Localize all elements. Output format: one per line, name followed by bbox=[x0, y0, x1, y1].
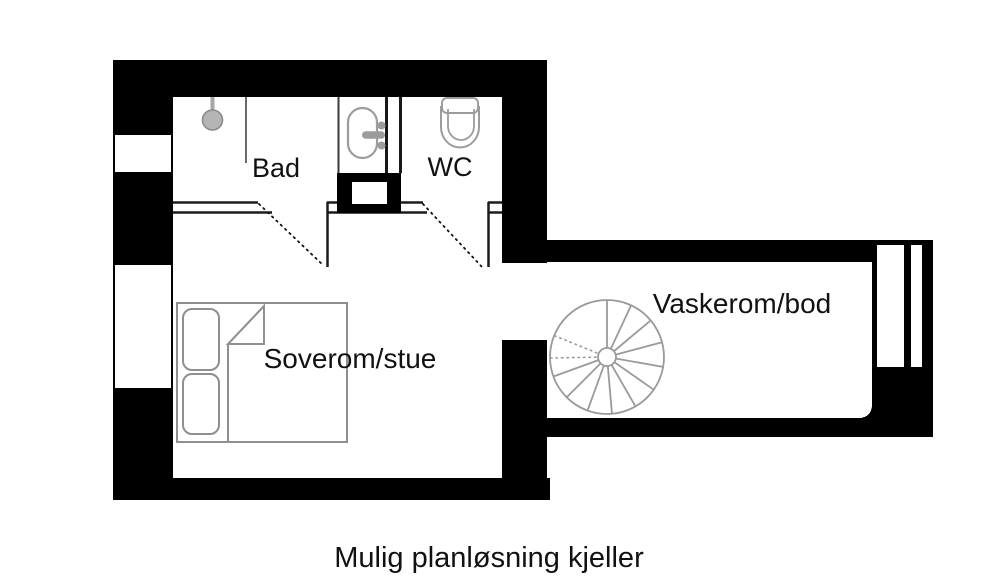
room-label-soverom: Soverom/stue bbox=[264, 343, 437, 374]
bathroom-dividers bbox=[245, 97, 402, 173]
shower-head-icon bbox=[201, 97, 224, 131]
double-bed-icon bbox=[176, 302, 348, 443]
outer-wall-bottom bbox=[113, 478, 550, 500]
left-wall-window-1 bbox=[113, 135, 173, 172]
vaskerom-wall-top bbox=[543, 240, 877, 262]
doorway-to-vaskerom bbox=[502, 263, 547, 340]
bed-pillow-1 bbox=[182, 308, 220, 371]
sink-tub-icon bbox=[346, 106, 386, 160]
bed-pillow-2 bbox=[182, 373, 220, 435]
chimney-block bbox=[337, 173, 401, 213]
room-label-vaskerom: Vaskerom/bod bbox=[653, 288, 831, 319]
spiral-staircase-icon bbox=[549, 299, 665, 415]
caption: Mulig planløsning kjeller bbox=[334, 542, 644, 574]
main-unit-walls bbox=[113, 60, 550, 500]
room-label-bad: Bad bbox=[252, 153, 300, 183]
wc-door-swing bbox=[422, 203, 483, 268]
vaskerom-walls bbox=[543, 240, 933, 437]
vaskerom-floor bbox=[547, 262, 872, 418]
left-wall-window-2 bbox=[113, 265, 173, 388]
outer-wall-top bbox=[113, 60, 547, 97]
bad-door-swing bbox=[258, 203, 325, 267]
bed-blanket-fold bbox=[225, 303, 265, 345]
toilet-icon bbox=[440, 97, 480, 149]
room-label-wc: WC bbox=[428, 152, 473, 182]
basement-window-right bbox=[877, 245, 922, 367]
vaskerom-wall-bottom bbox=[545, 418, 933, 437]
